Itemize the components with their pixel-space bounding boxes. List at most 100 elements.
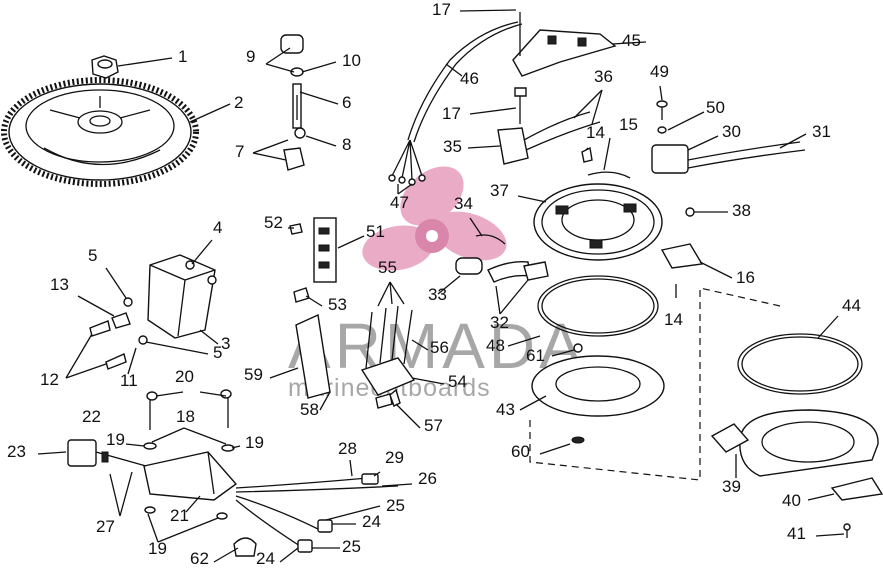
callout-number: 45 <box>622 31 641 50</box>
callout-number: 34 <box>454 194 473 213</box>
leader-line <box>191 239 213 265</box>
leader-line <box>252 152 287 161</box>
callout-number: 5 <box>88 246 97 265</box>
leader-line <box>325 505 381 521</box>
leader-line <box>145 341 209 355</box>
callout-number: 13 <box>50 275 69 294</box>
leader-line <box>117 57 173 67</box>
leader-line <box>467 145 501 149</box>
leader-line <box>265 47 291 65</box>
callout-number: 56 <box>430 338 449 357</box>
callout-number: 59 <box>244 365 263 384</box>
leader-line <box>779 133 807 149</box>
callout-number: 58 <box>300 400 319 419</box>
callout-number: 28 <box>338 439 357 458</box>
leader-line <box>815 533 845 537</box>
callout-number: 62 <box>190 549 209 568</box>
callout-number: 18 <box>176 407 195 426</box>
leader-line <box>125 443 145 447</box>
leader-line <box>573 89 603 119</box>
flywheel-cover <box>710 333 883 538</box>
hose-and-fitting <box>455 234 549 283</box>
leader-line <box>37 451 67 455</box>
callout-number: 17 <box>432 0 451 19</box>
leader-line <box>373 471 381 477</box>
callout-number: 8 <box>342 135 351 154</box>
retaining-clip <box>581 146 631 179</box>
leader-line <box>155 391 184 397</box>
callout-number: 1 <box>178 47 187 66</box>
callout-number: 55 <box>378 258 397 277</box>
callout-number: 15 <box>619 115 638 134</box>
callout-number: 52 <box>264 213 283 232</box>
leader-line <box>377 281 391 307</box>
callout-number: 32 <box>490 313 509 332</box>
callout-number: 61 <box>526 346 545 365</box>
leader-line <box>151 427 185 443</box>
callout-number: 57 <box>424 416 443 435</box>
callout-number: 24 <box>362 512 381 531</box>
leader-line <box>551 349 575 357</box>
callout-number: 14 <box>664 310 683 329</box>
leader-line <box>499 279 529 315</box>
leader-line <box>305 135 337 147</box>
leader-line <box>185 495 201 513</box>
leader-line <box>349 459 353 477</box>
leader-line <box>469 107 517 115</box>
callout-number: 51 <box>366 222 385 241</box>
leader-line <box>395 403 421 429</box>
callout-number: 19 <box>148 539 167 558</box>
callout-number: 50 <box>706 98 725 117</box>
leader-line <box>279 547 299 563</box>
leader-line <box>411 339 429 351</box>
callout-number: 23 <box>7 442 26 461</box>
leader-line <box>319 391 331 411</box>
leader-line <box>381 483 413 487</box>
callout-number: 3 <box>221 334 230 353</box>
charge-coil <box>497 87 601 165</box>
callout-number: 12 <box>40 370 59 389</box>
timer-base-sensor <box>388 12 617 186</box>
callout-number: 29 <box>385 448 404 467</box>
callout-number: 6 <box>342 93 351 112</box>
mounting-screws <box>89 297 148 370</box>
callout-number: 25 <box>342 537 361 556</box>
wire-harness <box>233 473 399 557</box>
callout-number: 19 <box>245 433 264 452</box>
leader-line <box>265 63 295 73</box>
leader-line <box>667 111 705 131</box>
leader-line <box>337 235 365 249</box>
leader-line <box>687 135 719 151</box>
leader-line <box>127 347 137 375</box>
leader-line <box>65 363 107 379</box>
leader-line <box>389 281 393 305</box>
callout-number: 25 <box>386 496 405 515</box>
leader-line <box>817 315 839 339</box>
leader-line <box>199 329 219 345</box>
leader-line <box>539 443 571 455</box>
leader-line <box>269 367 299 379</box>
leader-line <box>77 295 115 317</box>
leader-line <box>659 85 663 101</box>
leader-line <box>445 63 463 77</box>
leader-line <box>591 89 603 125</box>
leader-line <box>585 147 589 151</box>
leader-line <box>603 137 611 171</box>
leader-line <box>459 9 517 12</box>
leader-line <box>495 285 501 315</box>
leader-line <box>119 471 133 517</box>
leader-line <box>109 473 121 517</box>
leader-line <box>157 517 219 543</box>
leader-line <box>213 547 239 563</box>
leader-lines <box>37 9 845 563</box>
leader-line <box>301 61 337 73</box>
armature-plate <box>531 275 665 444</box>
leader-line <box>305 295 323 307</box>
callout-number: 33 <box>428 285 447 304</box>
leader-line <box>231 445 241 449</box>
watermark-brand: ARMADA <box>288 310 586 382</box>
leader-line <box>147 513 159 543</box>
callout-number: 11 <box>120 371 138 390</box>
callout-number: 49 <box>650 62 669 81</box>
leader-line <box>519 395 547 411</box>
